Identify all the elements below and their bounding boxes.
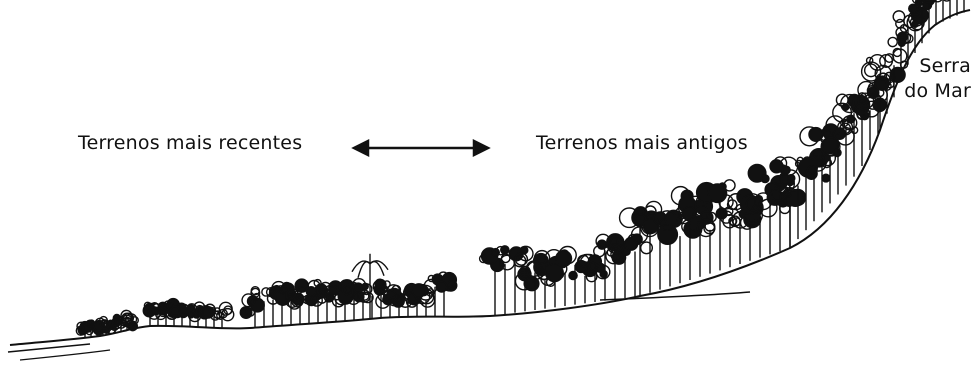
tree: [956, 0, 958, 16]
tree: [739, 192, 778, 258]
tree: [478, 247, 505, 316]
beach-line: [7, 343, 91, 353]
tree: [500, 245, 534, 313]
tree: [250, 286, 271, 327]
tree: [852, 92, 887, 150]
tree: [82, 319, 96, 337]
terrain-profile-line: [9, 9, 971, 346]
vegetation-group: [75, 0, 965, 338]
tree: [695, 179, 736, 271]
tree: [879, 47, 909, 98]
label-serra-line1: Serra: [919, 55, 971, 77]
tree: [239, 293, 265, 328]
label-serra-line2: do Mar: [904, 80, 971, 102]
bidirectional-arrow: [351, 138, 491, 158]
tree: [210, 301, 235, 328]
tree: [942, 0, 951, 22]
tree: [949, 0, 951, 19]
tree: [922, 0, 943, 34]
tree: [431, 271, 458, 317]
tree: [411, 283, 436, 318]
tree: [908, 0, 936, 44]
tree: [874, 64, 906, 114]
tree: [935, 0, 937, 25]
tree: [323, 284, 349, 322]
tree: [825, 115, 858, 195]
label-old-terrain: Terrenos mais antigos: [536, 132, 748, 154]
beach-line-2: [19, 349, 111, 361]
label-recent-terrain: Terrenos mais recentes: [78, 132, 303, 154]
tree: [124, 313, 139, 332]
plain-line: [599, 291, 751, 301]
tree: [887, 26, 914, 81]
tree: [169, 302, 189, 327]
tree: [606, 235, 631, 298]
tree: [963, 0, 965, 13]
tree: [656, 210, 703, 284]
tree: [906, 6, 929, 53]
tree: [775, 165, 801, 240]
palm-tree: [351, 253, 389, 319]
tree: [813, 136, 842, 204]
